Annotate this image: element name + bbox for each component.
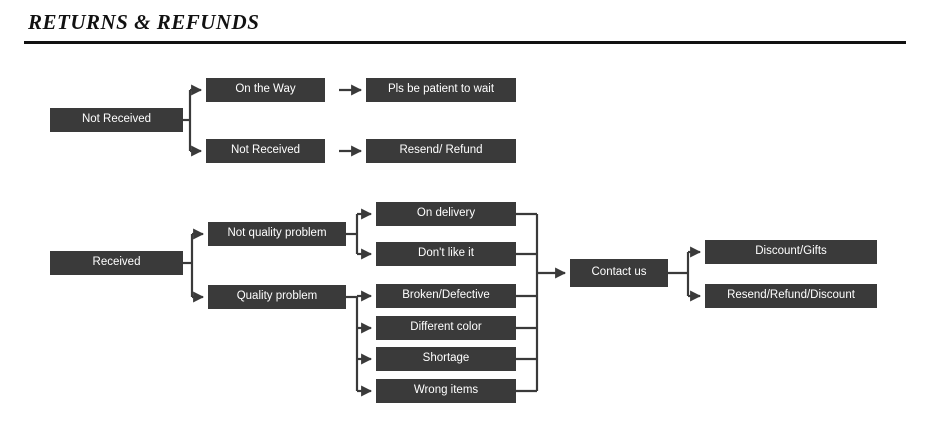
node-on-the-way[interactable]: On the Way [206,78,325,102]
node-on-delivery[interactable]: On delivery [376,202,516,226]
edge-not-received-root-bus [183,90,192,151]
edge-contact-us-bus [668,252,690,296]
node-resend-refund-discount[interactable]: Resend/Refund/Discount [705,284,877,308]
header-divider [24,41,906,44]
page-title: RETURNS & REFUNDS [28,10,260,34]
edge-merge-bus-to-contact-us [516,212,539,393]
node-dont-like-it[interactable]: Don't like it [376,242,516,266]
node-different-color[interactable]: Different color [376,316,516,340]
node-not-received-child[interactable]: Not Received [206,139,325,163]
page-header: RETURNS & REFUNDS [0,0,930,48]
edge-not-quality-bus [346,214,359,254]
node-not-quality-problem[interactable]: Not quality problem [208,222,346,246]
node-not-received-root[interactable]: Not Received [50,108,183,132]
edge-received-root-bus [183,234,194,297]
node-pls-be-patient-to-wait[interactable]: Pls be patient to wait [366,78,516,102]
node-shortage[interactable]: Shortage [376,347,516,371]
node-wrong-items[interactable]: Wrong items [376,379,516,403]
node-contact-us[interactable]: Contact us [570,259,668,287]
node-received-root[interactable]: Received [50,251,183,275]
node-discount-gifts[interactable]: Discount/Gifts [705,240,877,264]
node-quality-problem[interactable]: Quality problem [208,285,346,309]
node-broken-defective[interactable]: Broken/Defective [376,284,516,308]
edge-quality-bus [346,295,359,391]
node-resend-refund[interactable]: Resend/ Refund [366,139,516,163]
